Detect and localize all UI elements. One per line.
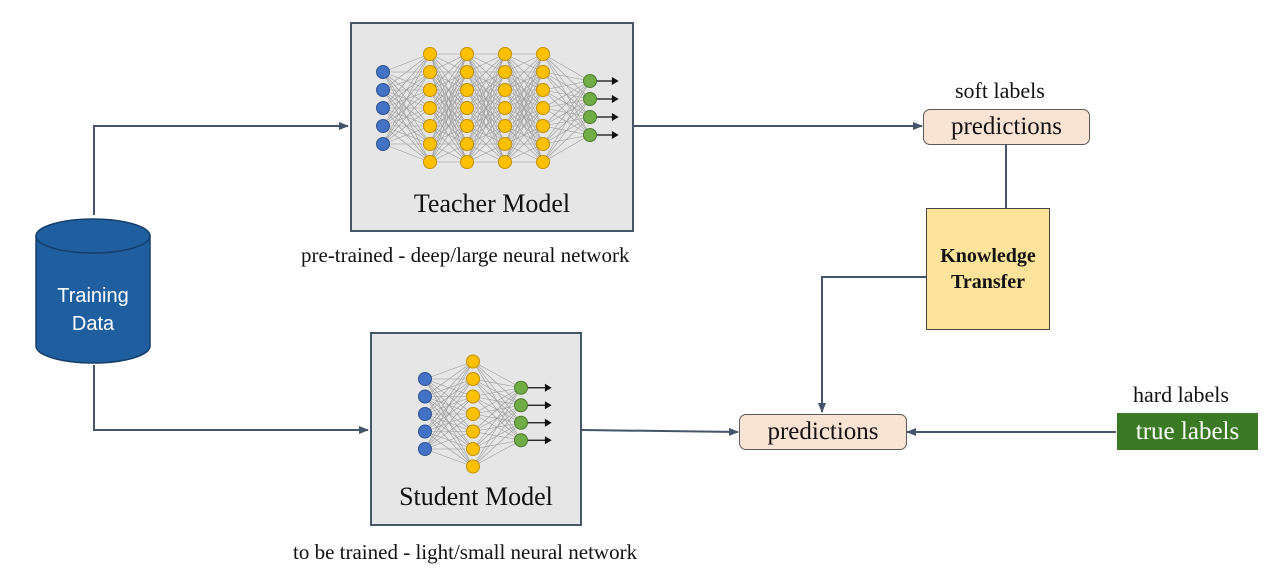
network-node [376, 101, 390, 115]
network-node [514, 380, 528, 395]
network-node [536, 137, 550, 151]
network-node [460, 119, 474, 133]
student-model-box: Student Model [370, 332, 582, 526]
network-node [514, 398, 528, 413]
hard-labels-label: hard labels [1133, 382, 1229, 407]
network-node [418, 442, 432, 456]
database-icon [35, 218, 151, 364]
teacher-caption: pre-trained - deep/large neural network [301, 243, 630, 267]
network-node [536, 119, 550, 133]
network-node [466, 372, 480, 386]
network-node [466, 459, 480, 474]
network-node [376, 65, 390, 79]
network-node [423, 119, 437, 133]
student-to-predictions-arrow [581, 427, 739, 436]
knowledge-transfer-line2: Transfer [950, 271, 1026, 293]
network-node [460, 47, 474, 61]
output-arrows [596, 76, 619, 140]
network-node [498, 137, 512, 151]
network-node [498, 119, 512, 133]
network-node [583, 92, 597, 106]
network-node [460, 65, 474, 79]
teacher-model-box: Teacher Model [350, 22, 634, 232]
network-node [498, 101, 512, 115]
network-node [423, 65, 437, 79]
network-node [536, 83, 550, 97]
network-node [423, 101, 437, 115]
network-node [460, 83, 474, 97]
network-node [583, 128, 597, 142]
network-node [466, 442, 480, 456]
network-node [423, 83, 437, 97]
knowledge-to-predictions-arrow [818, 276, 926, 413]
network-node [498, 83, 512, 97]
network-node [460, 137, 474, 151]
network-node [423, 155, 437, 169]
network-node [514, 415, 528, 430]
network-edges [382, 53, 591, 163]
teacher-network-icon [376, 47, 619, 169]
training-data-line2: Data [71, 313, 115, 335]
network-node [466, 354, 480, 369]
data-to-student-arrow [93, 365, 369, 434]
network-node [536, 47, 550, 61]
network-node [466, 407, 480, 421]
soft-labels-label: soft labels [955, 78, 1045, 103]
network-node [583, 74, 597, 88]
knowledge-transfer-box: Knowledge Transfer [926, 208, 1050, 330]
training-data-line1: Training [57, 285, 129, 307]
network-node [498, 65, 512, 79]
network-node [423, 137, 437, 151]
network-node [536, 101, 550, 115]
network-node [418, 372, 432, 386]
network-edges [424, 361, 522, 467]
network-node [460, 101, 474, 115]
network-node [536, 65, 550, 79]
teacher-predictions-box: predictions [923, 109, 1090, 145]
network-node [376, 119, 390, 133]
network-node [418, 407, 432, 421]
knowledge-transfer-line1: Knowledge [940, 245, 1036, 267]
network-node [418, 389, 432, 404]
network-node [466, 424, 480, 439]
student-network-icon [418, 354, 552, 474]
network-node [466, 389, 480, 404]
teacher-model-title: Teacher Model [413, 189, 571, 218]
training-data-label: Training Data [34, 282, 152, 338]
network-node [498, 47, 512, 61]
true-labels-box: true labels [1117, 413, 1258, 450]
network-node [423, 47, 437, 61]
network-node [418, 424, 432, 439]
network-node [460, 155, 474, 169]
network-node [514, 433, 528, 448]
network-node [376, 83, 390, 97]
data-to-teacher-arrow [93, 122, 349, 215]
output-arrows [527, 383, 552, 445]
network-node [583, 110, 597, 124]
student-predictions-box: predictions [739, 414, 907, 450]
student-model-title: Student Model [399, 482, 553, 511]
student-caption: to be trained - light/small neural netwo… [293, 540, 638, 564]
network-node [536, 155, 550, 169]
network-node [498, 155, 512, 169]
network-node [376, 137, 390, 151]
